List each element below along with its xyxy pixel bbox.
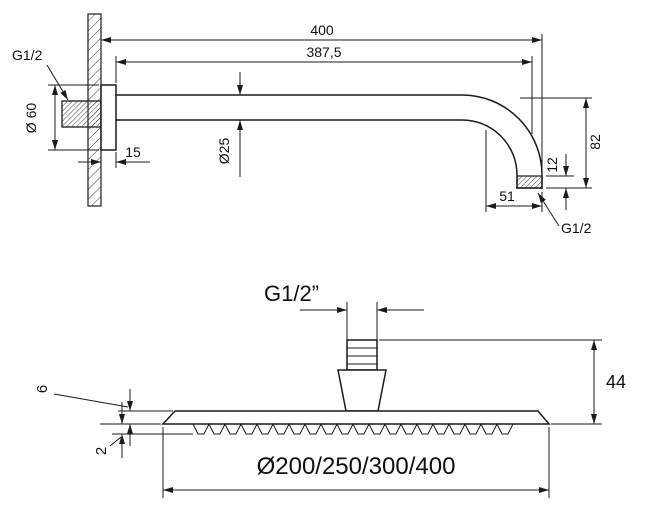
dim-nozzle-height-label: 2 [93,447,110,455]
dim-thread-length-label: 12 [544,157,560,173]
arm-inner-edge [115,119,518,189]
thread-top-label: G1/2 [12,47,43,63]
dim-total-height-label: 44 [606,372,626,392]
dim-plate-thickness-label: 6 [34,385,51,393]
arm-dimension-lines [46,37,589,227]
head-plate [161,410,551,425]
dim-bend-offset-label: 51 [499,188,515,204]
head-dimension-lines [119,307,597,493]
arm-end-thread [516,175,543,189]
wall-flange [100,84,117,151]
nozzle-teeth [192,422,514,435]
dim-diameter-options-label: Ø200/250/300/400 [257,453,456,480]
head-connector-base [337,369,387,412]
head-thread-ridges [347,347,377,365]
thread-end-label: G1/2 [561,220,592,236]
head-thread-label: G1/2” [264,281,319,306]
dim-pipe-diameter-label: Ø25 [216,138,232,165]
wall-thread [61,100,102,128]
shower-head-view: G1/2” 6 2 44 Ø200/250/300/400 [34,281,626,498]
dim-arm-length-label: 387,5 [306,44,341,60]
arm-outer-edge [115,94,543,189]
head-thread [346,339,378,371]
dim-flange-diameter-label: Ø 60 [23,103,39,134]
dim-drop-height-label: 82 [587,134,603,150]
dim-flange-depth-label: 15 [125,144,141,160]
shower-arm-view: G1/2 400 387,5 Ø 60 15 Ø25 12 82 51 G1/2 [12,13,603,236]
arm-extension-lines [48,34,592,212]
dim-total-length-label: 400 [310,22,334,38]
